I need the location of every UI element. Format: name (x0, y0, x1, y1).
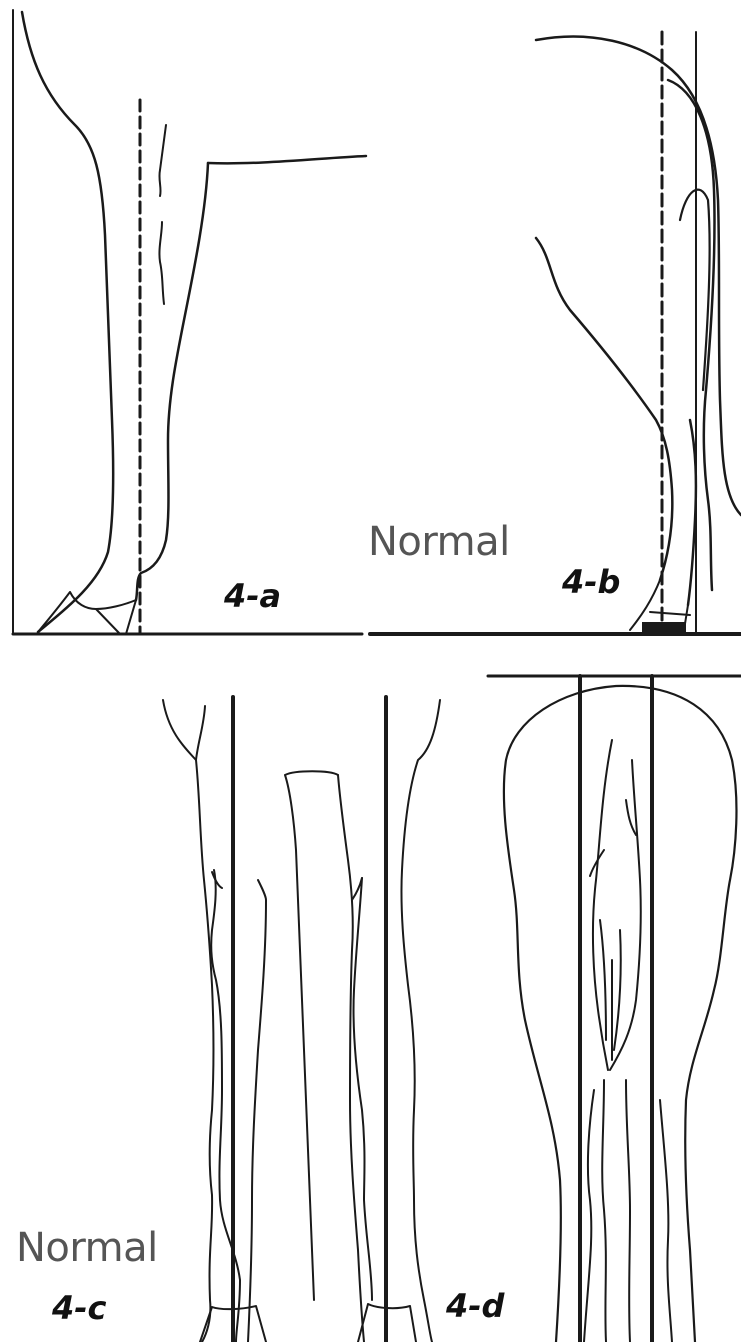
panel-label-4d: 4-d (446, 1290, 504, 1322)
panel-4c-center-right-leg (338, 775, 364, 1342)
panel-4c-center-left-leg (248, 880, 266, 1342)
panel-4a-drawing (13, 10, 366, 634)
panel-label-4a: 4-a (224, 580, 281, 612)
panel-4a-body-line (208, 156, 366, 163)
panel-4d-rump-outline (504, 686, 737, 1342)
panel-4a-leg-front-outline (22, 12, 113, 632)
panel-4c-drawing (163, 697, 440, 1342)
panel-label-4c: 4-c (52, 1292, 107, 1324)
panel-4a-tendon-mark-2 (159, 222, 164, 304)
panel-4d-right-leg (626, 1080, 672, 1342)
panel-4d-tail-strands (590, 800, 636, 1060)
panel-4b-thigh-line (536, 238, 672, 580)
panel-4c-center-chest (285, 771, 338, 1300)
panel-4c-right-leg-outer (401, 700, 440, 1342)
panel-4b-hamstring (680, 190, 710, 390)
panel-4d-left-leg (584, 1080, 606, 1342)
panel-label-4b: 4-b (562, 566, 620, 598)
panel-4a-tendon-mark-1 (159, 125, 166, 196)
panel-4a-hoof (38, 592, 136, 634)
panel-4b-hoof-wedge (642, 622, 686, 634)
panel-4d-drawing (488, 676, 741, 1342)
panel-4c-left-knee-mark (212, 872, 222, 888)
panel-4b-hock-front (688, 420, 696, 605)
panel-4a-leg-back-outline (136, 163, 208, 600)
panel-4b-buttock-outline (536, 37, 741, 515)
normal-caption-bottom: Normal (16, 1228, 158, 1268)
panel-4c-left-leg-outer (163, 700, 214, 1342)
normal-caption-top: Normal (368, 522, 510, 562)
